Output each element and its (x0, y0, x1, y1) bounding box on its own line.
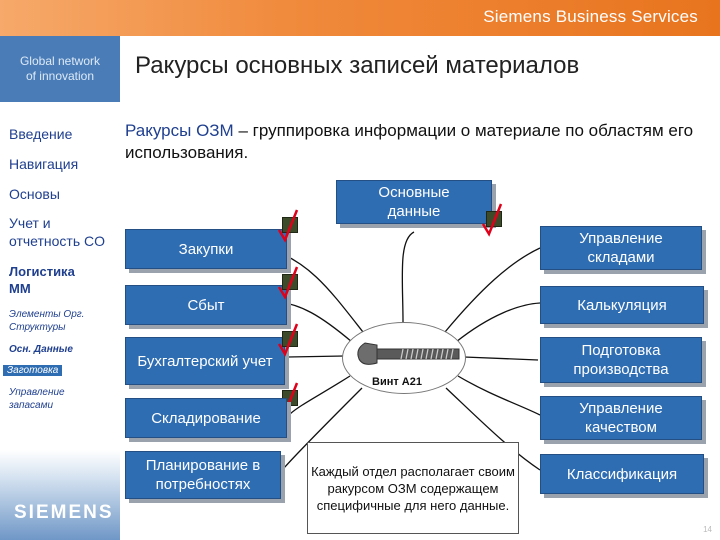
line-to-costing (455, 302, 541, 343)
line-to-planning (283, 387, 363, 469)
page-number: 14 (703, 525, 712, 534)
sidebar-item-basics[interactable]: Основы (9, 186, 60, 202)
box-planning[interactable]: Планирование в потребностях (125, 451, 281, 499)
sidebar-footer-gradient (0, 450, 120, 540)
material-label: Винт A21 (372, 376, 422, 388)
box-classification[interactable]: Классификация (540, 454, 704, 494)
material-oval (342, 322, 466, 394)
box-costing[interactable]: Калькуляция (540, 286, 704, 324)
sidebar-item-master-data[interactable]: Осн. Данные (9, 344, 73, 355)
sidebar-item-navigation[interactable]: Навигация (9, 156, 79, 172)
sidebar-item-procurement[interactable]: Заготовка (3, 365, 63, 376)
box-production[interactable]: Подготовка производства (540, 337, 702, 383)
box-quality[interactable]: Управление качеством (540, 396, 702, 440)
check-accounting (277, 323, 299, 357)
checkmark-icon (277, 323, 299, 357)
box-accounting[interactable]: Бухгалтерский учет (125, 337, 285, 385)
lead-text: – группировка информации о материале по … (125, 121, 694, 162)
sidebar-item-co-line1[interactable]: Учет и (9, 215, 51, 231)
check-master-data (481, 203, 503, 237)
top-banner: Siemens Business Services (0, 0, 720, 36)
slogan-block: Global network of innovation (0, 36, 120, 102)
sidebar-item-inventory-line2[interactable]: запасами (9, 400, 54, 411)
checkmark-icon (277, 209, 299, 243)
line-to-production (463, 356, 539, 361)
lead-paragraph: Ракурсы ОЗМ – группировка информации о м… (125, 120, 705, 164)
sidebar-item-mm[interactable]: MM (9, 281, 31, 296)
siemens-logo: SIEMENS (14, 502, 114, 523)
sidebar-item-co-line2[interactable]: отчетность CO (9, 233, 106, 249)
line-to-quality (457, 375, 541, 416)
sidebar-item-org-line1[interactable]: Элементы Орг. (9, 309, 85, 320)
line-to-warehouse-mgmt (444, 247, 541, 333)
sidebar-item-intro[interactable]: Введение (9, 126, 73, 142)
slogan-line-1: Global network (19, 54, 101, 68)
slogan-line-2: of innovation (25, 69, 95, 83)
box-sales[interactable]: Сбыт (125, 285, 287, 325)
bolt-icon (357, 342, 460, 365)
sidebar: Global network of innovation SIEMENS (0, 36, 120, 540)
check-sales (277, 266, 299, 300)
sidebar-item-org-line2[interactable]: Структуры (9, 322, 66, 333)
brand-name: Siemens Business Services (483, 7, 698, 26)
box-warehousing[interactable]: Складирование (125, 398, 287, 438)
note-box: Каждый отдел располагает своим ракурсом … (307, 442, 519, 534)
line-to-accounting (287, 355, 345, 358)
box-warehouse-mgmt[interactable]: Управление складами (540, 226, 702, 270)
line-to-classification (445, 387, 541, 471)
sidebar-item-logistics[interactable]: Логистика (9, 264, 75, 279)
box-purchasing[interactable]: Закупки (125, 229, 287, 269)
page-title: Ракурсы основных записей материалов (135, 52, 580, 79)
checkmark-icon (277, 266, 299, 300)
check-purchasing (277, 209, 299, 243)
checkmark-icon (481, 203, 503, 237)
sidebar-item-inventory-line1[interactable]: Управление (9, 387, 65, 398)
line-to-master-data (401, 231, 415, 323)
lead-term: Ракурсы ОЗМ (125, 121, 234, 140)
line-to-warehousing (289, 375, 351, 415)
